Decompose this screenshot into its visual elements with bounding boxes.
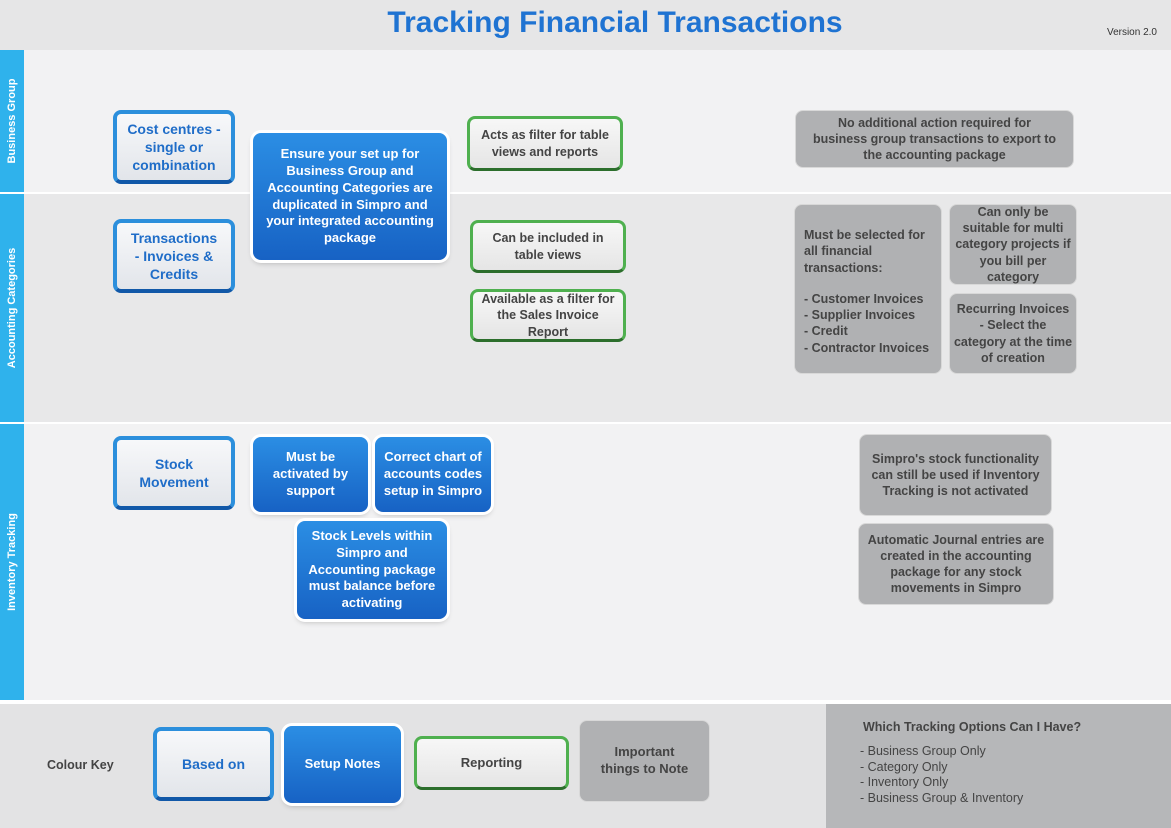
lane-bar-inventory-tracking: Inventory Tracking (0, 424, 24, 700)
lane-bar-accounting-categories: Accounting Categories (0, 194, 24, 422)
lane-bar-business-group: Business Group (0, 50, 24, 192)
list-item: - Business Group Only (860, 744, 986, 758)
note-must-select-category: Must be selected for all financial trans… (794, 204, 942, 374)
note-stock-functionality: Simpro's stock functionality can still b… (859, 434, 1052, 516)
list-item: - Category Only (860, 759, 948, 774)
list-item: - Contractor Invoices (804, 340, 930, 355)
lane-label-inventory-tracking: Inventory Tracking (6, 513, 18, 611)
page-title: Tracking Financial Transactions (387, 6, 843, 39)
note-recurring-invoices: Recurring Invoices - Select the category… (949, 293, 1077, 374)
setup-note-stock-levels-balance: Stock Levels within Simpro and Accountin… (297, 521, 447, 619)
key-setup-notes: Setup Notes (284, 726, 401, 803)
note-must-select-intro: Must be selected for all financial trans… (804, 228, 925, 275)
key-based-on: Based on (153, 727, 274, 801)
list-item: - Supplier Invoices (804, 308, 916, 322)
based-on-transactions: Transactions - Invoices & Credits (113, 219, 235, 293)
reporting-filter-table-views: Acts as filter for table views and repor… (467, 116, 623, 171)
tracking-options-title: Which Tracking Options Can I Have? (863, 720, 1082, 734)
setup-note-chart-of-accounts: Correct chart of accounts codes setup in… (375, 437, 491, 512)
reporting-sales-invoice-filter: Available as a filter for the Sales Invo… (470, 289, 626, 342)
list-item: - Business Group & Inventory (860, 790, 1024, 805)
colour-key-label: Colour Key (47, 758, 114, 772)
list-item: - Customer Invoices (804, 291, 924, 306)
tracking-options-panel: Which Tracking Options Can I Have? - Bus… (826, 704, 1171, 828)
reporting-table-views: Can be included in table views (470, 220, 626, 273)
setup-note-activated-by-support: Must be activated by support (253, 437, 368, 512)
note-automatic-journal-entries: Automatic Journal entries are created in… (858, 523, 1054, 605)
based-on-cost-centres: Cost centres - single or combination (113, 110, 235, 184)
header: Tracking Financial Transactions Version … (0, 0, 1171, 50)
note-business-group-export: No additional action required for busine… (795, 110, 1074, 168)
version-label: Version 2.0 (1106, 27, 1157, 38)
lane-label-business-group: Business Group (6, 78, 18, 164)
based-on-stock-movement: Stock Movement (113, 436, 235, 510)
lane-label-accounting-categories: Accounting Categories (6, 247, 18, 369)
key-reporting: Reporting (414, 736, 569, 790)
setup-note-duplicate-config: Ensure your set up for Business Group an… (253, 133, 447, 260)
list-item: - Inventory Only (860, 775, 949, 789)
note-multi-category-projects: Can only be suitable for multi category … (949, 204, 1077, 285)
tracking-options-list: - Business Group Only - Category Only - … (860, 744, 1023, 806)
list-item: - Credit (804, 324, 848, 339)
key-important-notes: Important things to Note (579, 720, 710, 802)
